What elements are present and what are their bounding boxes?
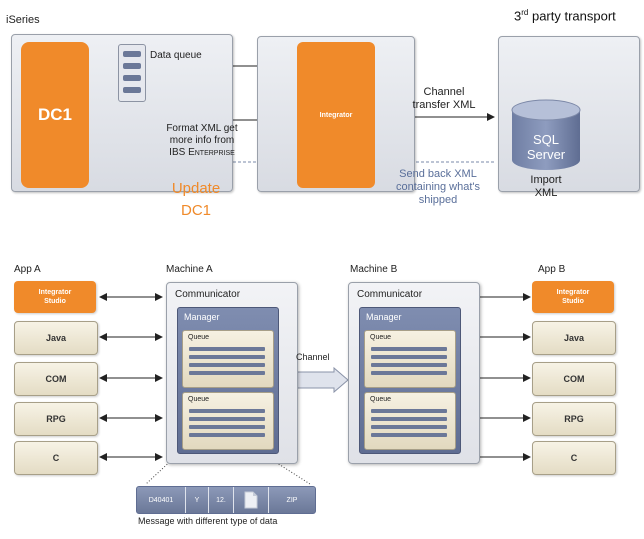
manager-label: Manager (366, 312, 402, 322)
app-a-label: App A (14, 264, 41, 275)
message-caption: Message with different type of data (138, 516, 278, 526)
app-a-com[interactable]: COM (14, 362, 98, 396)
machine-a-manager: Manager Queue Queue (177, 307, 279, 454)
sql-server-database-icon (511, 99, 581, 170)
sql-server-label: SQL Server (526, 132, 566, 162)
queue-label: Queue (188, 334, 210, 341)
manager-label: Manager (184, 312, 220, 322)
queue-label: Queue (188, 396, 210, 403)
data-queue-icon (118, 44, 146, 102)
machine-a-communicator: Communicator Manager Queue Queue (166, 282, 298, 464)
app-b-rpg[interactable]: RPG (532, 402, 616, 436)
app-b-c[interactable]: C (532, 441, 616, 475)
communicator-label: Communicator (357, 289, 423, 300)
queue-label: Queue (370, 396, 392, 403)
machine-a-queue-2: Queue (182, 392, 274, 450)
channel-transfer-label: Channel transfer XML (412, 86, 476, 111)
app-a-c[interactable]: C (14, 441, 98, 475)
machine-b-queue-1: Queue (364, 330, 456, 388)
integrator-box[interactable]: Integrator (297, 42, 375, 188)
import-xml-label: Import XML (530, 174, 562, 199)
app-a-rpg[interactable]: RPG (14, 402, 98, 436)
communicator-label: Communicator (175, 289, 241, 300)
message-segment-number: 12. (209, 487, 234, 513)
update-dc1-label: Update DC1 (171, 180, 221, 219)
app-b-com[interactable]: COM (532, 362, 616, 396)
machine-b-communicator: Communicator Manager Queue Queue (348, 282, 480, 464)
document-icon (234, 487, 269, 513)
machine-b-queue-2: Queue (364, 392, 456, 450)
send-back-label: Send back XML containing what's shipped (395, 168, 481, 206)
iseries-label: iSeries (6, 14, 40, 26)
app-b-label: App B (538, 264, 566, 275)
machine-a-queue-1: Queue (182, 330, 274, 388)
queue-label: Queue (370, 334, 392, 341)
dc1-label: DC1 (37, 105, 72, 124)
machine-b-manager: Manager Queue Queue (359, 307, 461, 454)
app-a-java[interactable]: Java (14, 321, 98, 355)
format-xml-label: Format XML get more info from IBS Enterp… (166, 123, 238, 158)
message-segment-zip: ZIP (269, 487, 315, 513)
dc1-box[interactable]: DC1 (21, 42, 89, 188)
message-segment-flag: Y (186, 487, 209, 513)
message-segment-id: D40401 (137, 487, 186, 513)
machine-a-label: Machine A (166, 264, 213, 275)
third-party-label: 3rd party transport (514, 8, 616, 24)
data-queue-label: Data queue (150, 50, 202, 61)
machine-b-label: Machine B (350, 264, 398, 275)
app-b-java[interactable]: Java (532, 321, 616, 355)
channel-label: Channel (296, 352, 330, 362)
integrator-label: Integrator (319, 111, 353, 119)
message-strip: D40401 Y 12. ZIP (136, 486, 316, 514)
